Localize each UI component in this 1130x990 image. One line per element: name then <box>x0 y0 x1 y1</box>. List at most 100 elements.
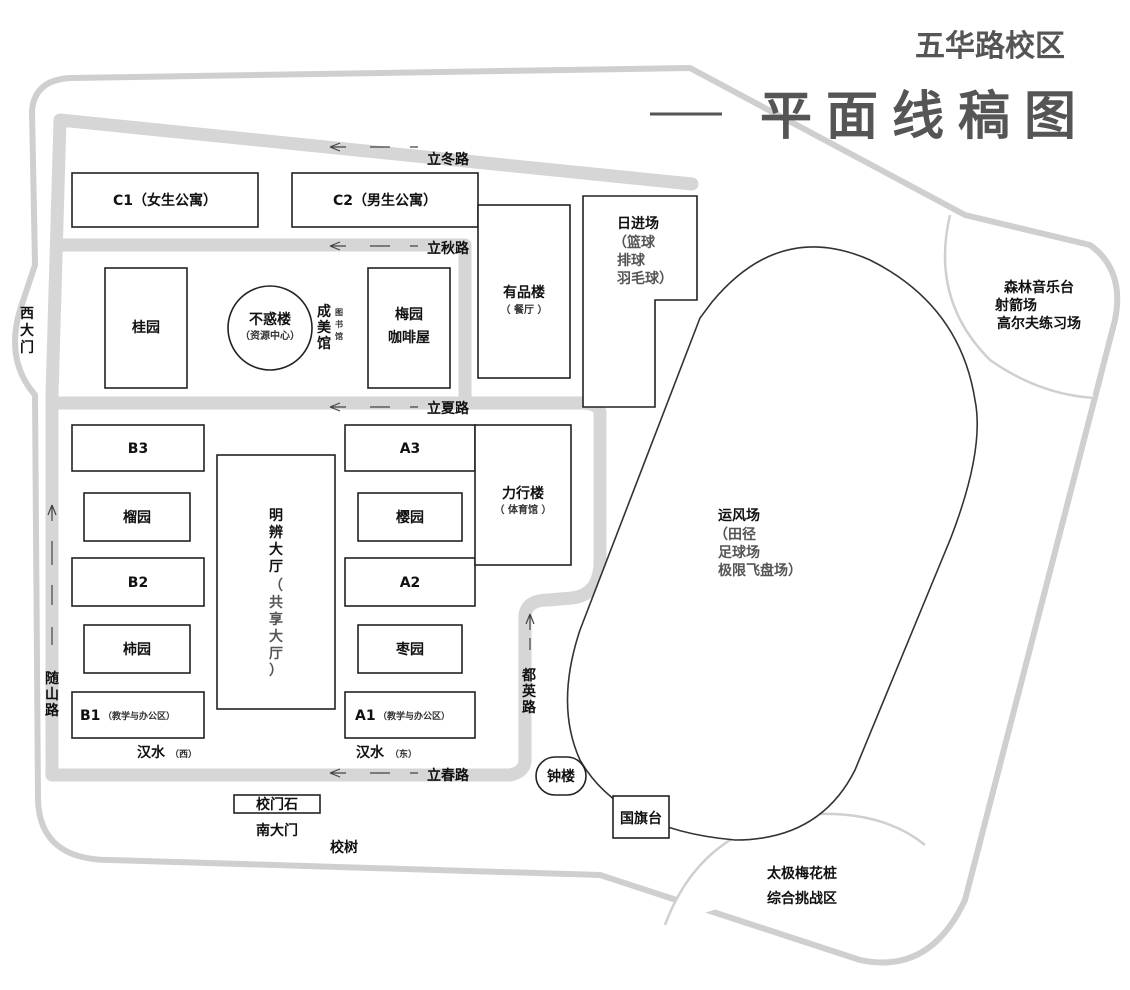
label-chengmei-1: 成 <box>317 303 331 320</box>
label-lixing: 力行楼 <box>502 485 544 502</box>
arrow-lichun <box>329 768 418 778</box>
label-yingyuan: 樱园 <box>396 509 424 526</box>
label-yunfeng-sub3: 极限飞盘场） <box>718 562 802 579</box>
road-suishan-3: 路 <box>45 702 60 719</box>
label-mingbian-1: 明 <box>269 508 283 524</box>
label-c1: C1（女生公寓） <box>113 192 217 209</box>
court-rijin[interactable] <box>582 195 698 408</box>
building-b3[interactable] <box>71 424 205 472</box>
road-suishan-1: 随 <box>45 670 59 687</box>
building-meiyuan[interactable] <box>367 267 451 389</box>
label-zaoyuan: 枣园 <box>395 641 424 658</box>
gate-west-3: 门 <box>20 339 34 356</box>
arrow-liqiu <box>329 241 418 251</box>
label-youpin: 有品楼 <box>503 284 545 301</box>
gate-stone[interactable] <box>233 794 321 814</box>
building-b1[interactable] <box>71 691 205 739</box>
gate-south: 南大门 <box>256 822 298 839</box>
road-duying-1: 都 <box>521 668 536 684</box>
label-yunfeng-sub1: （田径 <box>714 526 756 543</box>
road-lichun: 立春路 <box>427 767 470 784</box>
building-lixing[interactable] <box>474 424 572 566</box>
label-mingbian-2: 辨 <box>269 524 283 541</box>
road-lixia: 立夏路 <box>427 400 470 417</box>
label-hanshui-e: 汉水 <box>356 744 385 761</box>
building-youpin[interactable] <box>477 204 571 379</box>
label-taiji-1: 太极梅花桩 <box>767 865 837 882</box>
label-library-3: 馆 <box>335 331 343 341</box>
bell-tower[interactable] <box>535 756 587 796</box>
building-liuyuan[interactable] <box>83 492 191 542</box>
label-mingbian-8: 大 <box>269 628 283 645</box>
label-forest-3: 高尔夫练习场 <box>997 315 1081 332</box>
label-meiyuan: 梅园 <box>395 306 423 323</box>
building-a3[interactable] <box>344 424 476 472</box>
label-yunfeng: 运风场 <box>718 508 760 524</box>
arrow-lixia <box>329 402 418 412</box>
label-hanshui-e-sub: （东） <box>390 748 417 760</box>
label-flag: 国旗台 <box>620 810 662 827</box>
label-b2: B2 <box>128 575 148 591</box>
label-chengmei-2: 美 <box>317 319 332 336</box>
forest-area[interactable] <box>943 214 1096 400</box>
title-campus: 五华路校区 <box>915 29 1065 64</box>
label-b1: B1 <box>80 708 100 724</box>
hall-mingbian[interactable] <box>216 454 336 710</box>
label-shiyuan: 柿园 <box>123 641 151 658</box>
road-lidong: 立冬路 <box>427 151 470 168</box>
label-mingbian-6: 共 <box>269 594 283 611</box>
arrow-duying <box>525 613 535 650</box>
building-yingyuan[interactable] <box>357 492 463 542</box>
road-arrows <box>47 142 535 778</box>
label-rijin-sub2: 排球 <box>617 252 646 269</box>
label-b1-sub: （教学与办公区） <box>103 710 175 722</box>
label-c2: C2（男生公寓） <box>333 192 437 209</box>
label-rijin-sub1: （篮球 <box>613 234 656 251</box>
label-rijin-sub3: 羽毛球） <box>617 270 673 287</box>
gate-west-1: 西 <box>20 306 34 322</box>
athletics-track[interactable] <box>566 246 979 841</box>
road-liqiu: 立秋路 <box>427 240 470 257</box>
label-guiyuan: 桂园 <box>131 319 160 336</box>
gate-west-2: 大 <box>20 322 34 339</box>
label-hanshui-w-sub: （西） <box>170 749 197 760</box>
title-map: 平面线稿图 <box>760 87 1090 147</box>
label-buhuo: 不惑楼 <box>249 311 291 328</box>
arrow-lidong <box>329 142 418 152</box>
label-mingbian: 明 辨 大 厅 （ 共 享 大 厅 ） <box>269 508 283 679</box>
label-youpin-sub: （ 餐厅 ） <box>501 303 548 316</box>
building-buhuo[interactable] <box>227 285 313 371</box>
flag-platform[interactable] <box>612 795 670 839</box>
label-mingbian-9: 厅 <box>269 646 283 662</box>
label-coffee: 咖啡屋 <box>388 329 430 346</box>
label-a1-sub: （教学与办公区） <box>378 710 450 722</box>
label-forest-1: 森林音乐台 <box>1004 279 1074 296</box>
label-mingbian-5: （ <box>269 578 283 594</box>
label-mingbian-3: 大 <box>269 541 283 558</box>
road-duying-3: 路 <box>522 699 537 716</box>
label-tree: 校树 <box>330 839 358 856</box>
label-taiji-2: 综合挑战区 <box>767 890 837 907</box>
label-a3: A3 <box>400 441 421 457</box>
building-c1[interactable] <box>71 172 259 228</box>
label-library-1: 图 <box>335 308 343 317</box>
building-a2[interactable] <box>344 557 476 607</box>
arrow-suishan <box>47 504 57 645</box>
label-mingbian-7: 享 <box>269 611 283 628</box>
label-yunfeng-sub2: 足球场 <box>718 544 760 561</box>
building-shiyuan[interactable] <box>83 624 191 674</box>
label-forest-2: 射箭场 <box>994 297 1037 314</box>
building-a1[interactable] <box>344 691 476 739</box>
building-c2[interactable] <box>291 172 479 228</box>
label-lixing-sub: （ 体育馆 ） <box>495 503 552 516</box>
label-a2: A2 <box>400 575 421 591</box>
building-zaoyuan[interactable] <box>357 624 463 674</box>
building-b2[interactable] <box>71 557 205 607</box>
label-mingbian-4: 厅 <box>269 559 283 575</box>
building-guiyuan[interactable] <box>104 267 188 389</box>
road-duying-2: 英 <box>521 683 537 700</box>
label-hanshui-w: 汉水 <box>137 744 166 761</box>
road-network <box>45 113 699 782</box>
label-gatestone: 校门石 <box>256 796 298 813</box>
